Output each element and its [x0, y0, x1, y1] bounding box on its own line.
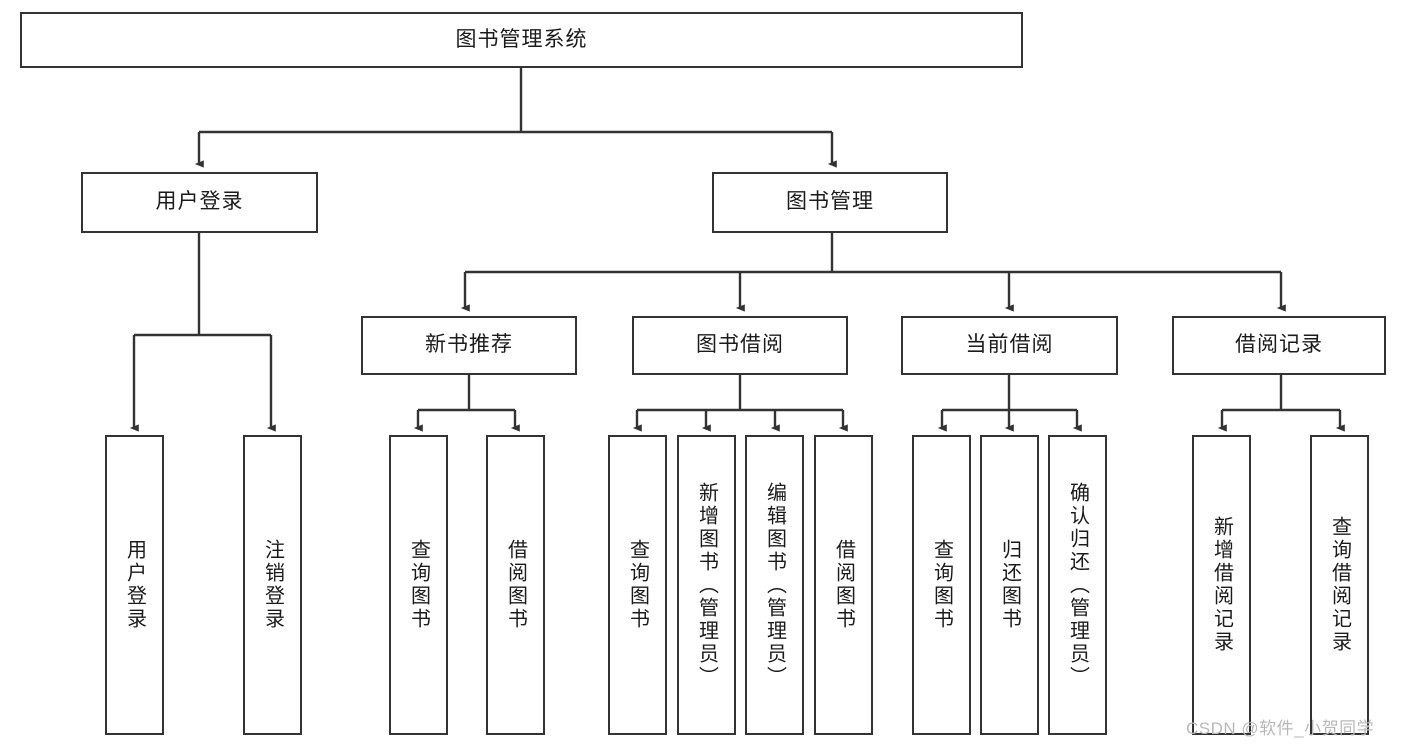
leaf-borrow-book-new-rec[interactable]: 借阅图书: [486, 435, 545, 735]
node-label: 编辑图书（管理员）: [763, 481, 786, 689]
node-root-book-management-system[interactable]: 图书管理系统: [20, 12, 1023, 68]
node-label: 归还图书: [998, 539, 1021, 631]
node-label: 新书推荐: [425, 333, 513, 357]
node-label: 图书管理系统: [455, 27, 588, 51]
leaf-return-book[interactable]: 归还图书: [980, 435, 1039, 735]
node-label: 借阅记录: [1235, 333, 1323, 357]
leaf-query-borrow-record[interactable]: 查询借阅记录: [1310, 435, 1369, 735]
leaf-user-logout[interactable]: 注销登录: [243, 435, 302, 735]
leaf-confirm-return-admin[interactable]: 确认归还（管理员）: [1048, 435, 1107, 735]
node-label: 图书管理: [786, 190, 874, 214]
node-label: 查询图书: [626, 539, 649, 631]
node-user-login[interactable]: 用户登录: [81, 172, 318, 233]
node-label: 图书借阅: [696, 333, 784, 357]
node-borrow-record[interactable]: 借阅记录: [1172, 316, 1386, 375]
node-label: 新增借阅记录: [1210, 516, 1233, 654]
node-current-borrowing[interactable]: 当前借阅: [901, 316, 1118, 375]
node-new-book-recommendation[interactable]: 新书推荐: [361, 316, 577, 375]
csdn-watermark: CSDN @软件_小贺同学: [1186, 719, 1375, 738]
node-label: 当前借阅: [965, 333, 1054, 357]
node-label: 查询借阅记录: [1328, 516, 1351, 654]
leaf-query-book-borrow[interactable]: 查询图书: [608, 435, 667, 735]
node-book-borrowing[interactable]: 图书借阅: [632, 316, 848, 375]
leaf-edit-book-admin[interactable]: 编辑图书（管理员）: [745, 435, 804, 735]
leaf-add-borrow-record[interactable]: 新增借阅记录: [1192, 435, 1251, 735]
leaf-query-book-new-rec[interactable]: 查询图书: [389, 435, 448, 735]
leaf-query-book-current[interactable]: 查询图书: [912, 435, 971, 735]
leaf-user-login[interactable]: 用户登录: [105, 435, 164, 735]
node-label: 用户登录: [123, 539, 146, 631]
leaf-borrow-book[interactable]: 借阅图书: [814, 435, 873, 735]
node-label: 用户登录: [155, 190, 244, 214]
node-book-management[interactable]: 图书管理: [712, 172, 948, 233]
node-label: 借阅图书: [832, 539, 855, 631]
leaf-add-book-admin[interactable]: 新增图书（管理员）: [677, 435, 736, 735]
node-label: 确认归还（管理员）: [1066, 481, 1089, 689]
node-label: 注销登录: [261, 539, 284, 631]
node-label: 新增图书（管理员）: [695, 481, 718, 689]
node-label: 查询图书: [407, 539, 430, 631]
node-label: 查询图书: [930, 539, 953, 631]
node-label: 借阅图书: [504, 539, 527, 631]
